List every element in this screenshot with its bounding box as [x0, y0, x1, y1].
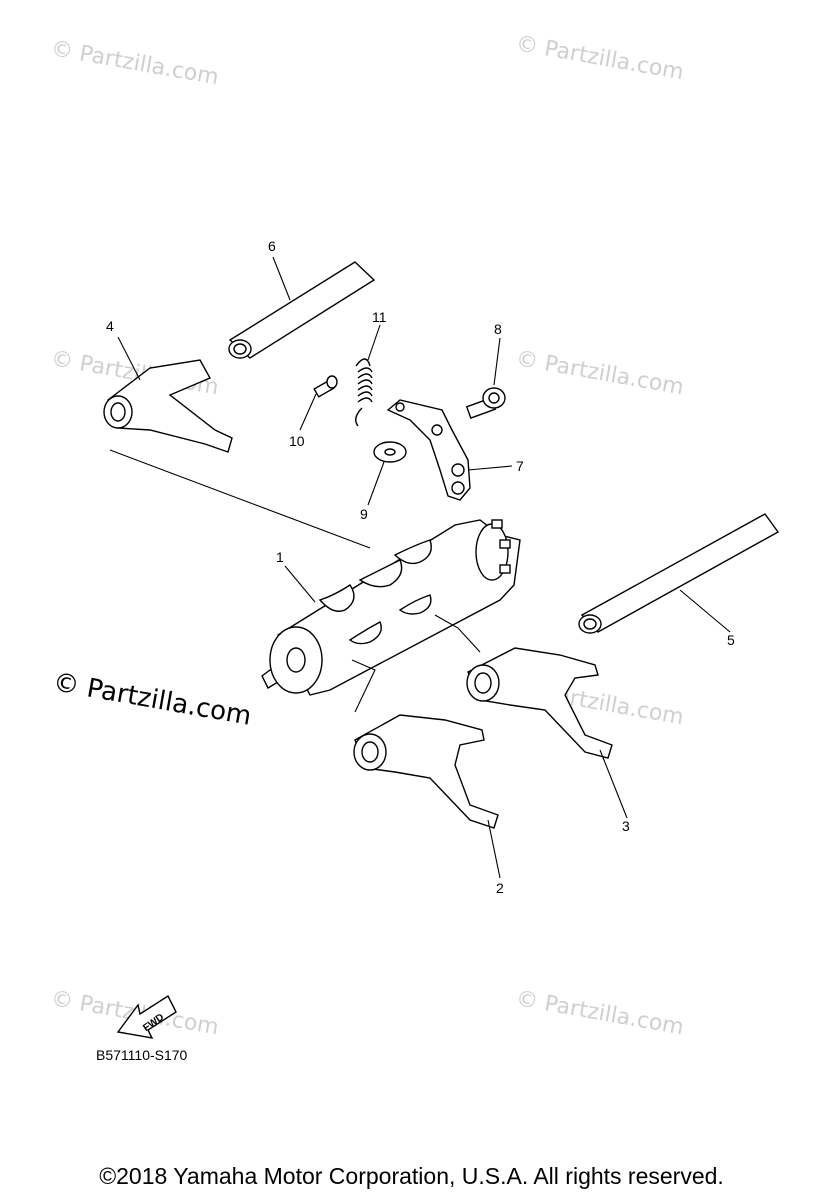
callout-4: 4 [106, 318, 114, 334]
callout-5: 5 [727, 632, 735, 648]
watermark-bottom-right: © Partzilla.com [514, 986, 686, 1040]
part-4-shift-fork [103, 359, 233, 453]
fwd-arrow-icon [116, 994, 177, 1039]
callout-1: 1 [276, 549, 284, 565]
callout-9: 9 [360, 506, 368, 522]
part-2-shift-fork [353, 714, 499, 829]
part-10-bolt [313, 375, 338, 398]
part-6-shift-rod-upper [228, 261, 376, 359]
part-9-washer [373, 441, 407, 463]
callouts: 6 4 11 8 10 7 9 1 5 3 2 [106, 238, 735, 896]
part-5-shift-rod-lower [578, 513, 780, 634]
leader-lines [109, 256, 731, 879]
callout-3: 3 [622, 818, 630, 834]
part-7-stopper-lever [386, 399, 471, 501]
copyright-notice: ©2018 Yamaha Motor Corporation, U.S.A. A… [99, 1163, 724, 1189]
callout-11: 11 [372, 309, 387, 325]
part-1-shift-drum [261, 519, 521, 696]
part-3-shift-fork [466, 647, 613, 759]
watermark-main: © Partzilla.com [51, 667, 254, 731]
diagram-code: B571110-S170 [96, 1047, 188, 1063]
callout-10: 10 [289, 433, 305, 449]
watermark-top-right: © Partzilla.com [514, 31, 686, 85]
watermark-top-left: © Partzilla.com [49, 36, 221, 90]
watermarks: © Partzilla.com © Partzilla.com © Partzi… [49, 31, 686, 1040]
callout-8: 8 [494, 321, 502, 337]
callout-6: 6 [268, 238, 276, 254]
callout-7: 7 [516, 458, 524, 474]
part-11-spring [355, 358, 373, 427]
callout-2: 2 [496, 880, 504, 896]
watermark-mid-right: © Partzilla.com [514, 346, 686, 400]
part-8-bolt [465, 387, 506, 419]
